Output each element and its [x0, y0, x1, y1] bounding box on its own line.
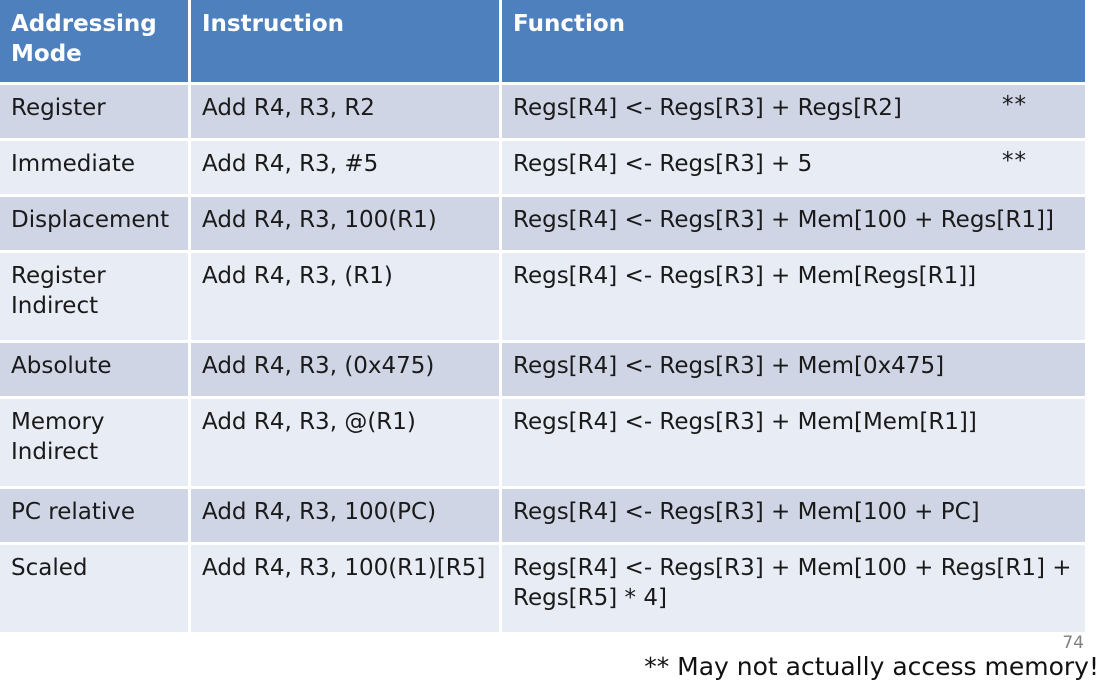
footnote-memory-note: ** May not actually access memory! [644, 652, 1099, 681]
cell-addressing-mode: Absolute [0, 343, 191, 399]
table-row: Absolute Add R4, R3, (0x475) Regs[R4] <-… [0, 343, 1085, 399]
cell-function: Regs[R4] <- Regs[R3] + 5 ** [502, 141, 1085, 197]
column-header-function: Function [502, 0, 1085, 85]
function-text: Regs[R4] <- Regs[R3] + Mem[Regs[R1]] [513, 263, 977, 289]
function-text: Regs[R4] <- Regs[R3] + Mem[0x475] [513, 353, 945, 379]
memory-note-asterisks: ** [1002, 148, 1027, 174]
cell-function: Regs[R4] <- Regs[R3] + Regs[R2] ** [502, 85, 1085, 141]
cell-instruction: Add R4, R3, 100(PC) [191, 489, 502, 545]
function-text: Regs[R4] <- Regs[R3] + Mem[100 + Regs[R1… [513, 555, 1072, 611]
table-row: Immediate Add R4, R3, #5 Regs[R4] <- Reg… [0, 141, 1085, 197]
function-text: Regs[R4] <- Regs[R3] + 5 [513, 151, 813, 177]
cell-instruction: Add R4, R3, R2 [191, 85, 502, 141]
memory-note-asterisks: ** [1002, 92, 1027, 118]
table-header-row: Addressing Mode Instruction Function [0, 0, 1085, 85]
cell-addressing-mode: Immediate [0, 141, 191, 197]
table-row: Memory Indirect Add R4, R3, @(R1) Regs[R… [0, 399, 1085, 489]
cell-addressing-mode: Scaled [0, 545, 191, 635]
cell-addressing-mode: PC relative [0, 489, 191, 545]
table-row: Scaled Add R4, R3, 100(R1)[R5] Regs[R4] … [0, 545, 1085, 635]
table-row: Displacement Add R4, R3, 100(R1) Regs[R4… [0, 197, 1085, 253]
cell-function: Regs[R4] <- Regs[R3] + Mem[100 + Regs[R1… [502, 545, 1085, 635]
cell-instruction: Add R4, R3, #5 [191, 141, 502, 197]
cell-addressing-mode: Register Indirect [0, 253, 191, 343]
table-row: Register Indirect Add R4, R3, (R1) Regs[… [0, 253, 1085, 343]
table-body: Register Add R4, R3, R2 Regs[R4] <- Regs… [0, 85, 1085, 635]
table-header: Addressing Mode Instruction Function [0, 0, 1085, 85]
cell-instruction: Add R4, R3, (R1) [191, 253, 502, 343]
cell-instruction: Add R4, R3, 100(R1)[R5] [191, 545, 502, 635]
cell-function: Regs[R4] <- Regs[R3] + Mem[0x475] [502, 343, 1085, 399]
cell-addressing-mode: Memory Indirect [0, 399, 191, 489]
cell-function: Regs[R4] <- Regs[R3] + Mem[100 + PC] [502, 489, 1085, 545]
cell-function: Regs[R4] <- Regs[R3] + Mem[Regs[R1]] [502, 253, 1085, 343]
table-row: Register Add R4, R3, R2 Regs[R4] <- Regs… [0, 85, 1085, 141]
cell-function: Regs[R4] <- Regs[R3] + Mem[100 + Regs[R1… [502, 197, 1085, 253]
function-text: Regs[R4] <- Regs[R3] + Mem[100 + Regs[R1… [513, 207, 1054, 233]
cell-instruction: Add R4, R3, @(R1) [191, 399, 502, 489]
function-text: Regs[R4] <- Regs[R3] + Regs[R2] [513, 95, 902, 121]
column-header-instruction: Instruction [191, 0, 502, 85]
cell-instruction: Add R4, R3, 100(R1) [191, 197, 502, 253]
addressing-modes-table: Addressing Mode Instruction Function Reg… [0, 0, 1085, 635]
slide-number: 74 [1062, 633, 1084, 653]
function-text: Regs[R4] <- Regs[R3] + Mem[Mem[R1]] [513, 409, 977, 435]
table-row: PC relative Add R4, R3, 100(PC) Regs[R4]… [0, 489, 1085, 545]
function-text: Regs[R4] <- Regs[R3] + Mem[100 + PC] [513, 499, 980, 525]
cell-addressing-mode: Register [0, 85, 191, 141]
column-header-addressing-mode: Addressing Mode [0, 0, 191, 85]
cell-addressing-mode: Displacement [0, 197, 191, 253]
cell-function: Regs[R4] <- Regs[R3] + Mem[Mem[R1]] [502, 399, 1085, 489]
cell-instruction: Add R4, R3, (0x475) [191, 343, 502, 399]
